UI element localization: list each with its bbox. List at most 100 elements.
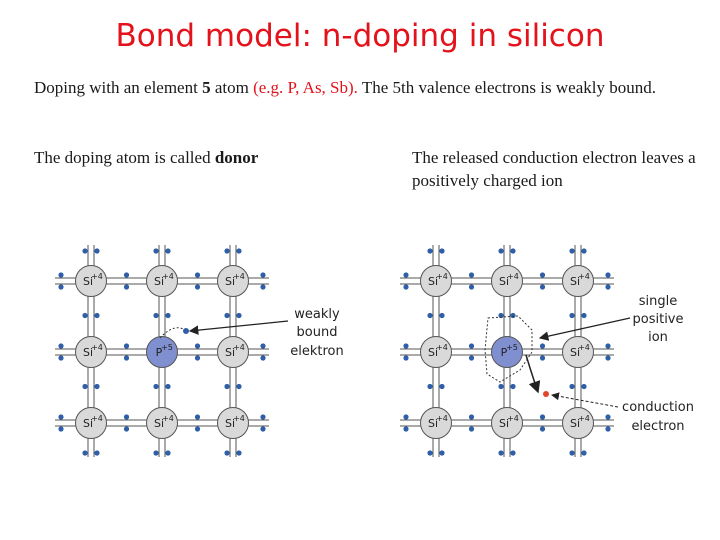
atom-symbol: P — [156, 346, 163, 359]
valence-electron — [165, 248, 171, 254]
valence-electron — [123, 414, 130, 420]
atom-symbol: Si — [154, 275, 164, 288]
silicon-atom: Si+4 — [75, 265, 107, 297]
atom-symbol: Si — [225, 346, 235, 359]
valence-electron — [427, 248, 433, 254]
conduction-electron-label: conduction electron — [622, 400, 694, 434]
intro-text: Doping with an element 5 atom (e.g. P, A… — [34, 76, 704, 99]
valence-electron — [58, 272, 64, 278]
valence-electron — [123, 426, 130, 432]
valence-electron — [123, 355, 130, 361]
atom-circle — [75, 407, 107, 439]
valence-electron — [468, 284, 475, 290]
valence-electron — [58, 355, 64, 361]
valence-electron — [468, 426, 475, 432]
atom-charge: +4 — [91, 343, 103, 352]
valence-electron — [539, 343, 546, 349]
atom-symbol: Si — [154, 417, 164, 430]
valence-electron — [498, 450, 504, 456]
atom-symbol: P — [501, 346, 508, 359]
weakly-bound-label-line1: weakly — [294, 307, 340, 322]
intro-valence-number: 5 — [202, 78, 211, 97]
atom-charge: +4 — [233, 272, 245, 281]
atom-circle — [146, 407, 178, 439]
left-caption-bold: donor — [214, 148, 259, 167]
valence-electron — [468, 355, 475, 361]
valence-electron — [427, 450, 433, 456]
atom-charge: +4 — [162, 272, 174, 281]
valence-electron — [569, 450, 575, 456]
valence-electron — [194, 355, 201, 361]
atom-charge: +4 — [162, 414, 174, 423]
positive-ion-boundary — [484, 315, 533, 383]
valence-electron — [194, 272, 201, 278]
weakly-bound-label: weakly bound elektron — [290, 307, 344, 359]
positive-ion-arrow — [538, 317, 631, 341]
electron-release-arrow — [525, 354, 541, 394]
conduction-electron-arrow — [551, 392, 619, 408]
valence-electron — [82, 450, 88, 456]
valence-electron — [605, 355, 611, 361]
valence-electron — [94, 450, 100, 456]
valence-electron — [123, 343, 130, 349]
valence-electron — [510, 248, 516, 254]
atom-symbol: Si — [428, 346, 438, 359]
valence-electron — [439, 450, 445, 456]
silicon-atom: Si+4 — [146, 407, 178, 439]
valence-electron — [439, 383, 445, 390]
atom-symbol: Si — [570, 417, 580, 430]
valence-electron — [260, 284, 266, 290]
valence-electron — [403, 355, 409, 361]
donor-atom: P+5 — [491, 336, 523, 368]
intro-part3: The 5th valence electrons is weakly boun… — [357, 78, 656, 97]
valence-electron — [82, 248, 88, 254]
atom-circle — [75, 265, 107, 297]
valence-electron — [260, 355, 266, 361]
valence-electron — [165, 450, 171, 456]
valence-electron — [510, 450, 516, 456]
silicon-atom: Si+4 — [217, 407, 249, 439]
atom-symbol: Si — [225, 275, 235, 288]
atom-symbol: Si — [428, 417, 438, 430]
valence-electron — [439, 248, 445, 254]
atom-circle — [420, 336, 452, 368]
conduction-electron-label-line2: electron — [631, 419, 684, 434]
positive-ion-label-line1: single — [639, 294, 678, 309]
valence-electron — [468, 414, 475, 420]
atom-charge: +4 — [578, 343, 590, 352]
valence-electron — [569, 383, 575, 390]
atom-circle — [217, 336, 249, 368]
donor-atom: P+5 — [146, 336, 178, 368]
atom-circle — [217, 265, 249, 297]
valence-electron — [236, 248, 242, 254]
weakly-bound-electron — [183, 328, 189, 334]
valence-electron — [468, 343, 475, 349]
atom-circle — [491, 336, 523, 368]
conduction-electron-label-line1: conduction — [622, 400, 694, 415]
weakly-bound-arrow — [188, 320, 289, 335]
atom-circle — [217, 407, 249, 439]
silicon-atom: Si+4 — [420, 265, 452, 297]
valence-electron — [605, 343, 611, 349]
valence-electron — [123, 272, 130, 278]
silicon-atom: Si+4 — [217, 265, 249, 297]
weakly-bound-label-line2: bound — [297, 325, 338, 340]
silicon-atom: Si+4 — [491, 265, 523, 297]
silicon-atom: Si+4 — [75, 407, 107, 439]
valence-electron — [605, 414, 611, 420]
atom-circle — [420, 407, 452, 439]
valence-electron — [236, 383, 242, 390]
valence-electron — [236, 312, 242, 319]
atom-symbol: Si — [83, 346, 93, 359]
slide-title: Bond model: n-doping in silicon — [115, 18, 605, 54]
atom-circle — [562, 265, 594, 297]
atom-charge: +5 — [161, 343, 173, 352]
atom-charge: +4 — [233, 343, 245, 352]
positive-ion-label: single positive ion — [633, 294, 684, 345]
right-caption: The released conduction electron leaves … — [412, 148, 696, 190]
atom-symbol: Si — [570, 275, 580, 288]
positive-ion-label-line2: positive — [633, 312, 684, 327]
valence-electron — [58, 343, 64, 349]
weakly-bound-label-line3: elektron — [290, 344, 344, 359]
